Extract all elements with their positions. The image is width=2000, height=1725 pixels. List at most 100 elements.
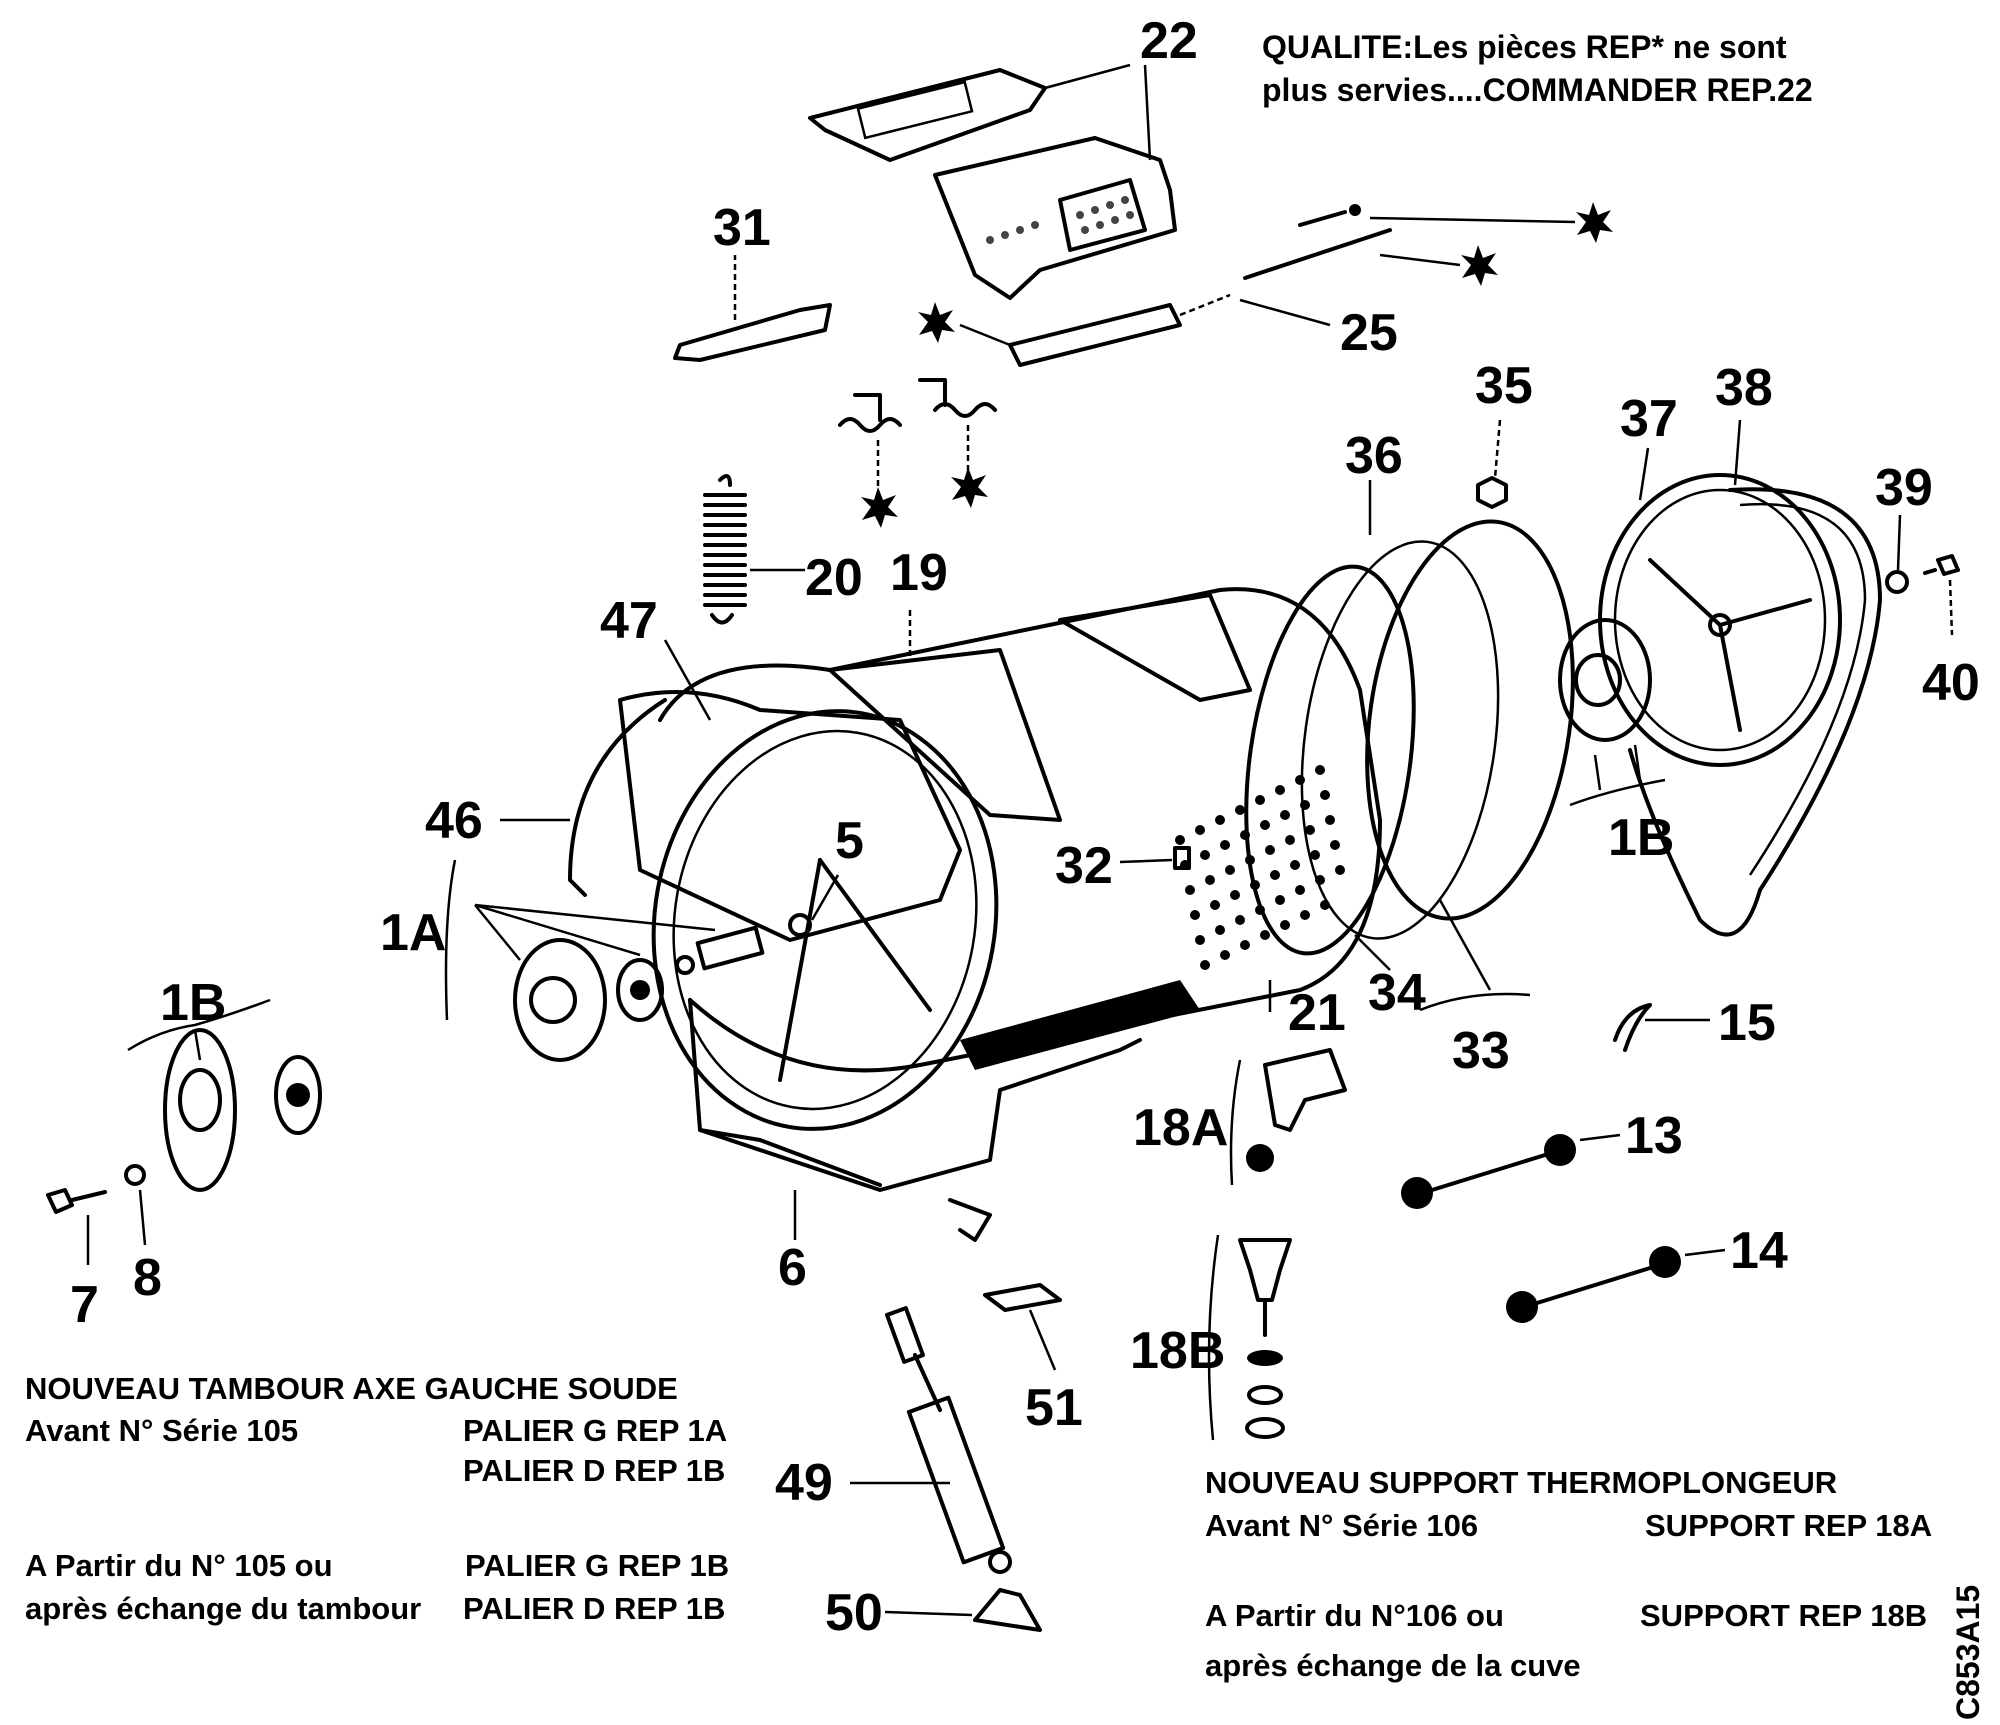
part-39-washer — [1885, 570, 1909, 594]
label-25: 25 — [1340, 304, 1398, 362]
brace-1B-left — [127, 998, 271, 1052]
label-18A: 18A — [1133, 1099, 1228, 1157]
leader-1B-right-a — [1593, 754, 1602, 791]
label-32: 32 — [1055, 837, 1113, 895]
label-31: 31 — [713, 199, 771, 257]
label-21: 21 — [1288, 984, 1346, 1042]
part-7-bolt — [46, 1188, 107, 1214]
leader-1A-c — [474, 903, 716, 932]
star-marker — [951, 467, 988, 508]
leader-32 — [1119, 858, 1173, 864]
drum-note-row2-right: PALIER D REP 1B — [463, 1453, 726, 1488]
belt-inner — [1739, 502, 1867, 876]
leader-14 — [1684, 1248, 1726, 1257]
part-14-rod — [1506, 1246, 1681, 1323]
leader-39 — [1896, 514, 1902, 571]
label-14: 14 — [1730, 1222, 1788, 1280]
label-13: 13 — [1625, 1107, 1683, 1165]
hinge-bracket — [1008, 303, 1182, 367]
part-13-rod — [1401, 1134, 1576, 1209]
leader-47 — [663, 639, 712, 721]
part-18A-support — [1246, 1048, 1347, 1172]
label-18B: 18B — [1130, 1322, 1225, 1380]
label-6: 6 — [778, 1239, 807, 1297]
leader-34 — [1354, 934, 1391, 971]
leader-5 — [810, 874, 840, 921]
leader-37 — [1638, 447, 1650, 501]
part-1A-bearing — [513, 938, 695, 1062]
support-note-row2-left: A Partir du N°106 ou — [1205, 1598, 1504, 1633]
label-1B-left: 1B — [160, 974, 226, 1032]
label-33: 33 — [1452, 1022, 1510, 1080]
part-31-bracket — [673, 303, 832, 362]
star-marker — [861, 487, 898, 528]
leader-1A-a — [474, 904, 521, 961]
leader-25-star2 — [1369, 216, 1576, 224]
leader-22a — [1044, 63, 1131, 90]
quality-note: QUALITE:Les pièces REP* ne sont plus ser… — [1262, 26, 1813, 112]
drum-note-row4-right: PALIER D REP 1B — [463, 1591, 726, 1626]
star-marker — [918, 302, 955, 343]
leader-13 — [1579, 1133, 1621, 1142]
drum-note-row1-left: Avant N° Série 105 — [25, 1413, 299, 1448]
hinge-springs — [838, 378, 997, 433]
quality-note-line2: plus servies....COMMANDER REP.22 — [1262, 72, 1813, 109]
drum-note-row3-left: A Partir du N° 105 ou — [25, 1548, 333, 1583]
part-20-spring — [703, 474, 747, 625]
part-35-nut — [1476, 476, 1508, 509]
support-note-row1-right: SUPPORT REP 18A — [1645, 1508, 1933, 1543]
label-35: 35 — [1475, 357, 1533, 415]
leader-8 — [138, 1189, 147, 1246]
leader-25-star — [1379, 253, 1461, 267]
leader-hinge-25 — [1179, 293, 1231, 317]
label-38: 38 — [1715, 359, 1773, 417]
part-50-bracket — [973, 1588, 1042, 1632]
leader-1B-right-b — [1633, 744, 1642, 781]
label-37: 37 — [1620, 390, 1678, 448]
label-51: 51 — [1025, 1379, 1083, 1437]
asterisk-markers — [861, 202, 1613, 528]
part-15-clip — [1613, 1003, 1652, 1052]
part-37-pulley — [1558, 473, 1842, 767]
label-1A: 1A — [380, 904, 446, 962]
label-34: 34 — [1368, 964, 1426, 1022]
label-15: 15 — [1718, 994, 1776, 1052]
drum-note-row3-right: PALIER G REP 1B — [465, 1548, 730, 1583]
brace-18A — [1229, 1059, 1242, 1186]
leader-1B-left — [193, 1029, 202, 1061]
drum-note-row1-right: PALIER G REP 1A — [463, 1413, 728, 1448]
part-22-lid-panels — [808, 68, 1177, 300]
leader-33 — [1438, 899, 1492, 991]
part-18B-support — [1238, 1238, 1292, 1439]
label-39: 39 — [1875, 459, 1933, 517]
leader-hinge-star — [959, 323, 1011, 347]
part-8-washer — [124, 1164, 146, 1186]
star-marker — [1576, 202, 1613, 243]
support-note-row2-right: SUPPORT REP 18B — [1640, 1598, 1928, 1633]
support-note-heading: NOUVEAU SUPPORT THERMOPLONGEUR — [1205, 1465, 1838, 1500]
label-20: 20 — [805, 549, 863, 607]
label-50: 50 — [825, 1584, 883, 1642]
brace-1A — [444, 859, 457, 1021]
part-40-screw — [1923, 554, 1960, 576]
label-22: 22 — [1140, 12, 1198, 70]
drum-note-heading: NOUVEAU TAMBOUR AXE GAUCHE SOUDE — [25, 1371, 678, 1406]
brace-1B-right — [1569, 778, 1666, 807]
part-51-plate — [983, 1283, 1062, 1312]
star-marker — [1461, 245, 1498, 286]
leader-22b — [1143, 64, 1152, 161]
leader-1A-b — [474, 903, 641, 957]
label-46: 46 — [425, 792, 483, 850]
label-40: 40 — [1922, 654, 1980, 712]
part-32-clip — [1173, 846, 1191, 870]
part-25-rod-short — [1298, 210, 1347, 227]
part-1B-left-bearing — [163, 1028, 322, 1192]
drum-tub-assembly — [618, 519, 1575, 1242]
label-1B-right: 1B — [1608, 809, 1674, 867]
rod-cap — [1349, 204, 1361, 216]
leader-40 — [1948, 579, 1954, 636]
drum-note-row4-left: après échange du tambour — [25, 1591, 422, 1626]
part-49-shock-absorber — [885, 1306, 1012, 1574]
part-46-strip — [568, 698, 667, 897]
